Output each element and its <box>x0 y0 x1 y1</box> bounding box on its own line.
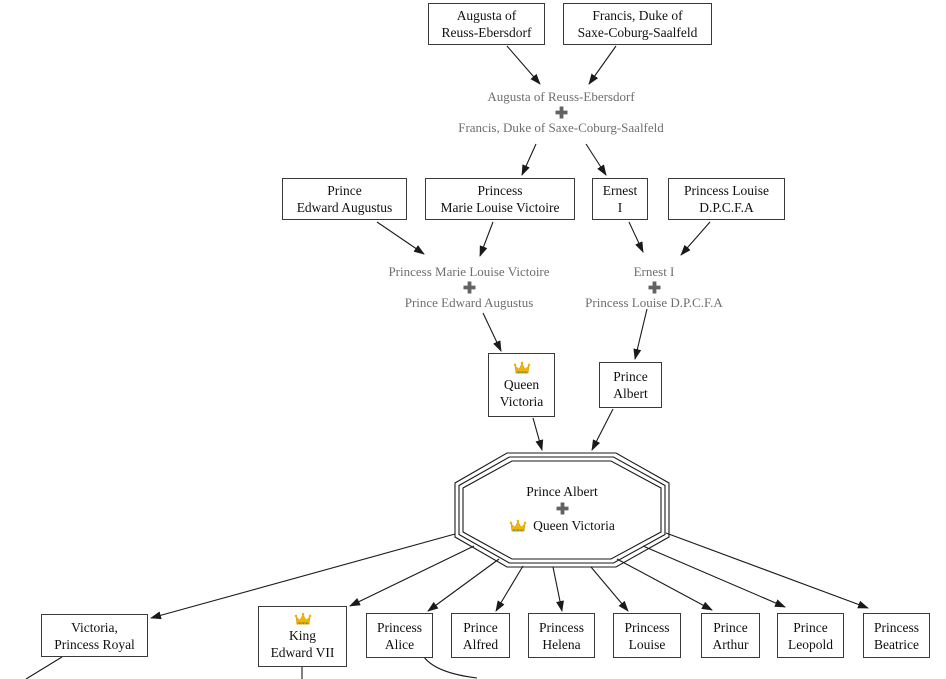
node-prince-alfred: Prince Alfred <box>451 613 510 658</box>
node-label: Edward VII <box>270 645 335 660</box>
node-label: Princess <box>539 619 584 635</box>
node-princess-beatrice: Princess Beatrice <box>863 613 930 658</box>
union-parent-label: Princess Marie Louise Victoire <box>388 264 550 279</box>
node-ernest-i: Ernest I <box>592 178 648 220</box>
node-princess-helena: Princess Helena <box>528 613 595 658</box>
union-parent-label: Ernest I <box>633 264 675 279</box>
node-label: Beatrice <box>874 636 919 652</box>
node-label: Francis, Duke of <box>592 8 683 23</box>
node-label: Prince <box>327 183 362 198</box>
plus-icon <box>554 280 754 295</box>
crown-icon <box>294 612 312 626</box>
plus-icon <box>431 105 691 120</box>
node-label: Reuss-Ebersdorf <box>441 25 532 40</box>
node-label: Queen <box>503 376 540 392</box>
union-parent-label: Princess Louise D.P.C.F.A <box>585 295 723 310</box>
union-parent-label: Prince Albert <box>526 484 598 499</box>
node-princess-alice: Princess Alice <box>366 613 433 658</box>
node-label: Prince <box>463 619 498 635</box>
node-label: Victoria, <box>71 619 118 635</box>
node-label: Albert <box>613 386 648 401</box>
union-albert-victoria: Prince Albert Queen Victoria <box>472 484 652 537</box>
crown-icon <box>513 361 531 375</box>
node-princess-louise: Princess Louise <box>613 613 681 658</box>
node-label: King <box>289 628 316 643</box>
node-label: Arthur <box>712 636 749 652</box>
node-label: Louise <box>628 636 666 652</box>
node-label: D.P.C.F.A <box>699 200 754 215</box>
node-label: Princess <box>624 619 670 635</box>
node-victoria-princess-royal: Victoria, Princess Royal <box>41 614 148 657</box>
node-label: Prince <box>713 619 748 635</box>
node-augusta: Augusta of Reuss-Ebersdorf <box>428 3 545 45</box>
node-label: I <box>617 200 623 215</box>
union-parent-label: Queen Victoria <box>509 517 615 535</box>
union-parent-name: Queen Victoria <box>533 518 615 533</box>
node-edward-augustus: Prince Edward Augustus <box>282 178 407 220</box>
node-label: Princess Louise <box>683 183 770 198</box>
node-marie-louise-victoire: Princess Marie Louise Victoire <box>425 178 575 220</box>
node-label: Prince <box>613 369 648 384</box>
node-label: Augusta of <box>456 8 517 23</box>
node-label: Leopold <box>788 636 833 652</box>
node-label: Victoria <box>499 393 544 409</box>
edge-arrows <box>150 45 869 620</box>
node-prince-leopold: Prince Leopold <box>777 613 844 658</box>
plus-icon <box>359 280 579 295</box>
union-augusta-francis: Augusta of Reuss-Ebersdorf Francis, Duke… <box>431 90 691 135</box>
node-label: Marie Louise Victoire <box>440 200 560 215</box>
node-prince-albert: Prince Albert <box>599 362 662 408</box>
node-prince-arthur: Prince Arthur <box>701 613 760 658</box>
node-label: Princess <box>874 619 919 635</box>
node-label: Helena <box>542 636 581 652</box>
node-label: Princess <box>477 183 523 198</box>
node-label: Alfred <box>462 636 499 652</box>
node-francis: Francis, Duke of Saxe-Coburg-Saalfeld <box>563 3 712 45</box>
union-parent-label: Prince Edward Augustus <box>404 295 534 310</box>
union-ernest-louise: Ernest I Princess Louise D.P.C.F.A <box>554 265 754 310</box>
node-louise-dpcfa: Princess Louise D.P.C.F.A <box>668 178 785 220</box>
node-label: Alice <box>384 636 415 652</box>
node-queen-victoria: Queen Victoria <box>488 353 555 417</box>
node-label: Prince <box>793 619 828 635</box>
node-label: Saxe-Coburg-Saalfeld <box>577 25 698 40</box>
node-king-edward-vii: King Edward VII <box>258 606 347 667</box>
node-label: Ernest <box>602 183 638 198</box>
union-parent-label: Augusta of Reuss-Ebersdorf <box>487 89 635 104</box>
node-label: Princess Royal <box>54 636 135 652</box>
edge-stubs <box>25 656 478 679</box>
union-parent-label: Francis, Duke of Saxe-Coburg-Saalfeld <box>458 120 664 135</box>
plus-icon <box>472 501 652 516</box>
union-marie-edward: Princess Marie Louise Victoire Prince Ed… <box>359 265 579 310</box>
node-label: Princess <box>377 619 422 635</box>
node-label: Edward Augustus <box>296 200 393 215</box>
crown-icon <box>509 519 527 533</box>
